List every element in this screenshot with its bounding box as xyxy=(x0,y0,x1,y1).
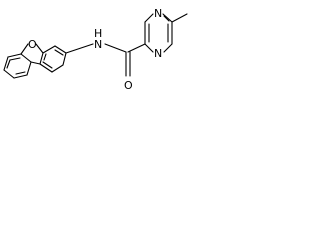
atom-h-amide: H xyxy=(94,27,102,40)
carbonyl-double-bond xyxy=(125,51,131,77)
pyrazine-ring xyxy=(144,13,173,53)
atom-o-carbonyl: O xyxy=(124,79,133,92)
atom-n-pyrazine-bottom: N xyxy=(154,47,162,60)
furan-ring xyxy=(20,43,44,65)
benzene-ring-left xyxy=(3,53,32,79)
carbonyl-pyrazine-bond xyxy=(127,43,146,53)
atom-n-pyrazine-top: N xyxy=(154,7,162,20)
benzene-ring-right xyxy=(39,45,67,73)
methyl-bond xyxy=(171,13,188,23)
structural-formula: O N H O N N xyxy=(3,7,188,92)
atom-o-furan: O xyxy=(28,38,37,51)
aryl-n-bond xyxy=(65,43,94,54)
n-carbonyl-bond xyxy=(104,43,127,53)
atom-n-amide: N xyxy=(94,38,102,51)
